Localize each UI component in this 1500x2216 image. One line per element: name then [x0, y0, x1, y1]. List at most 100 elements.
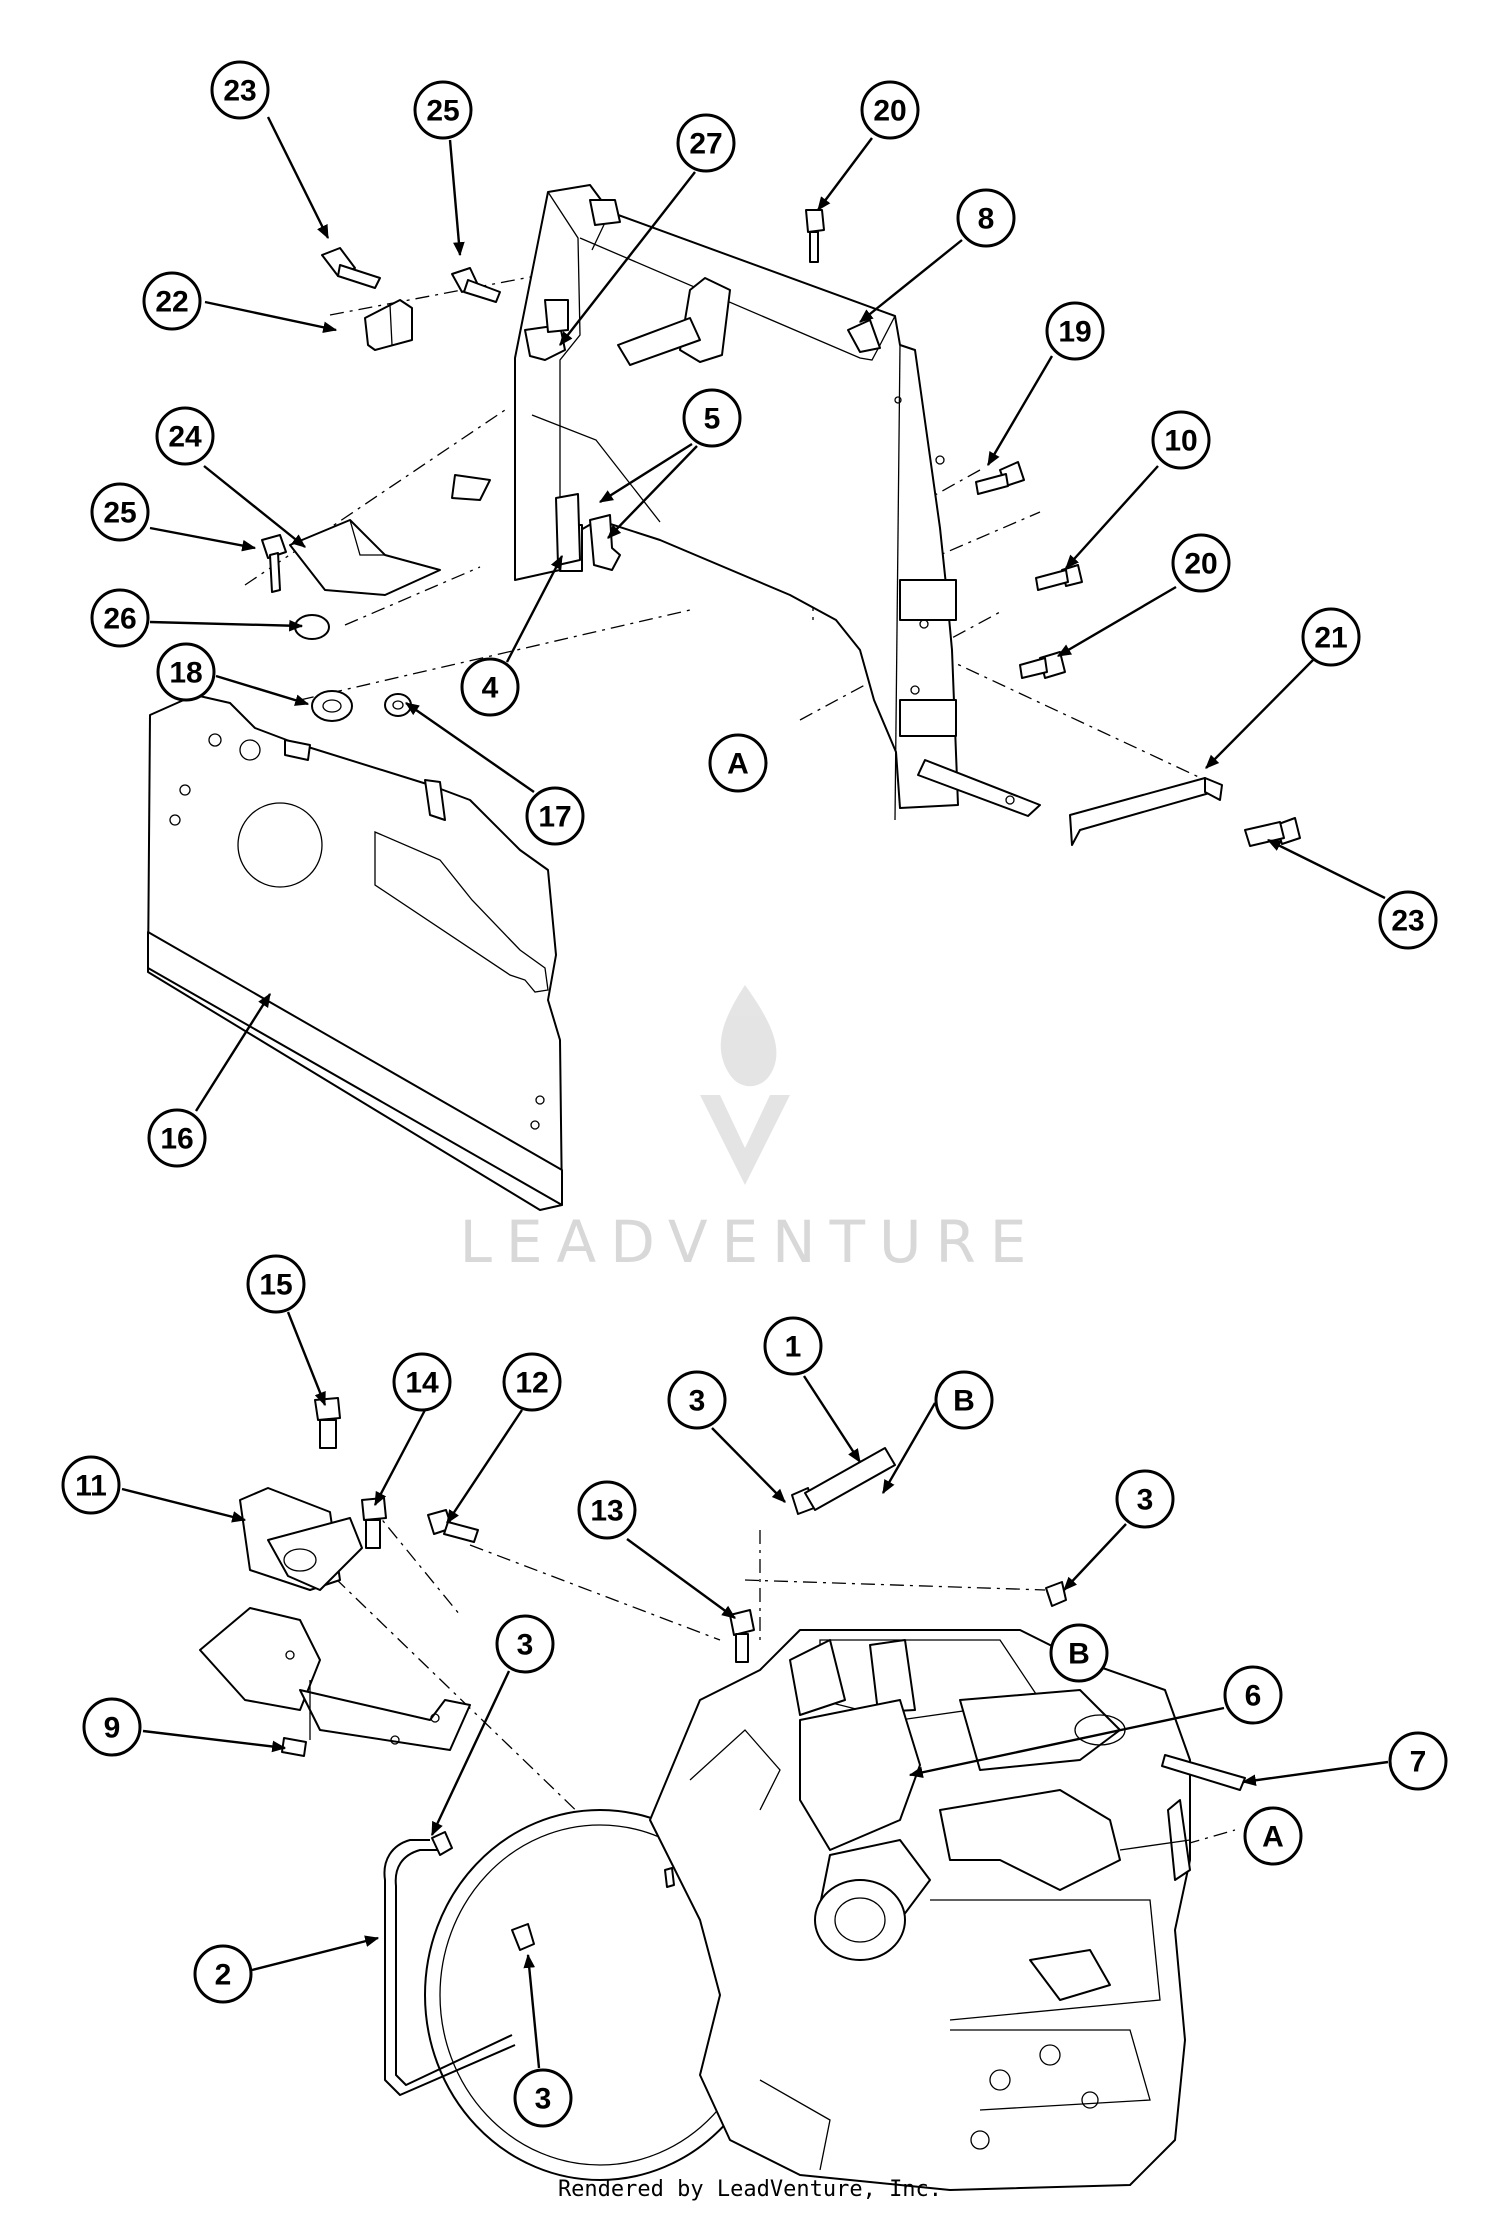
- callout-circle: [210, 60, 270, 120]
- pin-part-9: [281, 1737, 307, 1757]
- callout-number: 18: [169, 657, 202, 690]
- watermark-logo: LEADVENTURE: [460, 985, 1026, 1276]
- callout-number: 8: [978, 203, 995, 236]
- callout-number: B: [953, 1385, 975, 1418]
- callout-number: 11: [75, 1470, 107, 1503]
- callout-circle: [82, 1697, 142, 1757]
- callout-number: 13: [590, 1495, 623, 1528]
- leader-line-7: [986, 355, 1054, 467]
- callout-circle: [61, 1455, 121, 1515]
- callout-circle: [1171, 533, 1231, 593]
- callout-19: 19: [1045, 301, 1105, 361]
- callout-B: B: [934, 1370, 994, 1430]
- callout-circle: [246, 1254, 306, 1314]
- callout-1: 1: [763, 1316, 823, 1376]
- callout-number: 24: [168, 421, 202, 454]
- bracket-part-22: [364, 299, 413, 351]
- callout-2: 2: [193, 1944, 253, 2004]
- callout-circle: [142, 271, 202, 331]
- hardware-upper: [261, 209, 1301, 847]
- callout-circle: [413, 80, 473, 140]
- callout-circle: [676, 113, 736, 173]
- callout-10: 10: [1151, 410, 1211, 470]
- callout-25: 25: [413, 80, 473, 140]
- callout-circle: [934, 1370, 994, 1430]
- leader-line-33: [1241, 1760, 1389, 1787]
- leader-line-11: [1065, 465, 1159, 569]
- leader-lines: [121, 116, 1389, 2069]
- callout-number: 26: [103, 603, 136, 636]
- leader-line-14: [149, 619, 304, 632]
- callout-circle: [1115, 1469, 1175, 1529]
- callout-17: 17: [525, 786, 585, 846]
- callout-4: 4: [460, 657, 520, 717]
- callout-26: 26: [90, 588, 150, 648]
- callout-number: 25: [426, 95, 459, 128]
- callout-number: 1: [785, 1331, 802, 1364]
- callout-25: 25: [90, 482, 150, 542]
- callout-A: A: [1243, 1806, 1303, 1866]
- leader-line-22: [373, 1409, 427, 1507]
- leader-line-24: [802, 1375, 862, 1463]
- callout-3: 3: [513, 2068, 573, 2128]
- callout-number: 6: [1245, 1680, 1262, 1713]
- leader-line-28: [626, 1538, 736, 1619]
- callout-circle: [577, 1480, 637, 1540]
- callout-12: 12: [502, 1352, 562, 1412]
- callout-circle: [392, 1352, 452, 1412]
- callout-circle: [155, 406, 215, 466]
- callout-number: 17: [538, 801, 571, 834]
- callout-circle: [525, 786, 585, 846]
- callout-circle: [1151, 410, 1211, 470]
- callout-number: 12: [515, 1367, 548, 1400]
- callout-number: 4: [482, 672, 499, 705]
- callout-circle: [860, 80, 920, 140]
- callout-circle: [90, 482, 150, 542]
- callout-number: 16: [160, 1123, 193, 1156]
- callout-circle: [502, 1352, 562, 1412]
- callout-21: 21: [1301, 607, 1361, 667]
- callout-circle: [495, 1614, 555, 1674]
- leader-line-29: [1063, 1523, 1127, 1591]
- bracket-part-21: [1069, 777, 1223, 846]
- leader-line-32: [142, 1729, 287, 1753]
- callout-15: 15: [246, 1254, 306, 1314]
- leader-line-5: [859, 239, 963, 323]
- callout-number: 2: [215, 1959, 232, 1992]
- callout-circle: [1243, 1806, 1303, 1866]
- hardware-lower: [314, 1397, 755, 1888]
- callout-number: 10: [1164, 425, 1197, 458]
- callout-18: 18: [156, 642, 216, 702]
- leader-line-30: [430, 1670, 511, 1837]
- callout-circle: [1378, 890, 1438, 950]
- callout-circle: [90, 588, 150, 648]
- hose-part-2: [383, 1839, 516, 2096]
- leader-line-31: [908, 1706, 1225, 1779]
- callout-number: 23: [1391, 905, 1424, 938]
- pin-part-7: [1161, 1754, 1246, 1791]
- callout-circle: [1388, 1731, 1448, 1791]
- callout-A: A: [708, 733, 768, 793]
- callout-circle: [147, 1108, 207, 1168]
- callout-circle: [513, 2068, 573, 2128]
- callout-circle: [667, 1370, 727, 1430]
- leader-line-27: [121, 1487, 247, 1523]
- callout-7: 7: [1388, 1731, 1448, 1791]
- leader-line-17: [505, 554, 564, 663]
- callout-number: B: [1068, 1638, 1090, 1671]
- callout-number: 5: [704, 403, 721, 436]
- callout-number: 27: [689, 128, 722, 161]
- leader-line-10: [607, 445, 698, 539]
- callout-23: 23: [210, 60, 270, 120]
- callout-number: A: [727, 748, 749, 781]
- callout-6: 6: [1223, 1665, 1283, 1725]
- tube-part-1: [804, 1447, 896, 1511]
- callout-circle: [1045, 301, 1105, 361]
- panel-part-16: [147, 694, 563, 1211]
- leader-line-1: [266, 116, 330, 240]
- callout-circle: [1223, 1665, 1283, 1725]
- leader-line-16: [215, 674, 310, 706]
- leader-line-18: [405, 702, 535, 793]
- callout-number: A: [1262, 1821, 1284, 1854]
